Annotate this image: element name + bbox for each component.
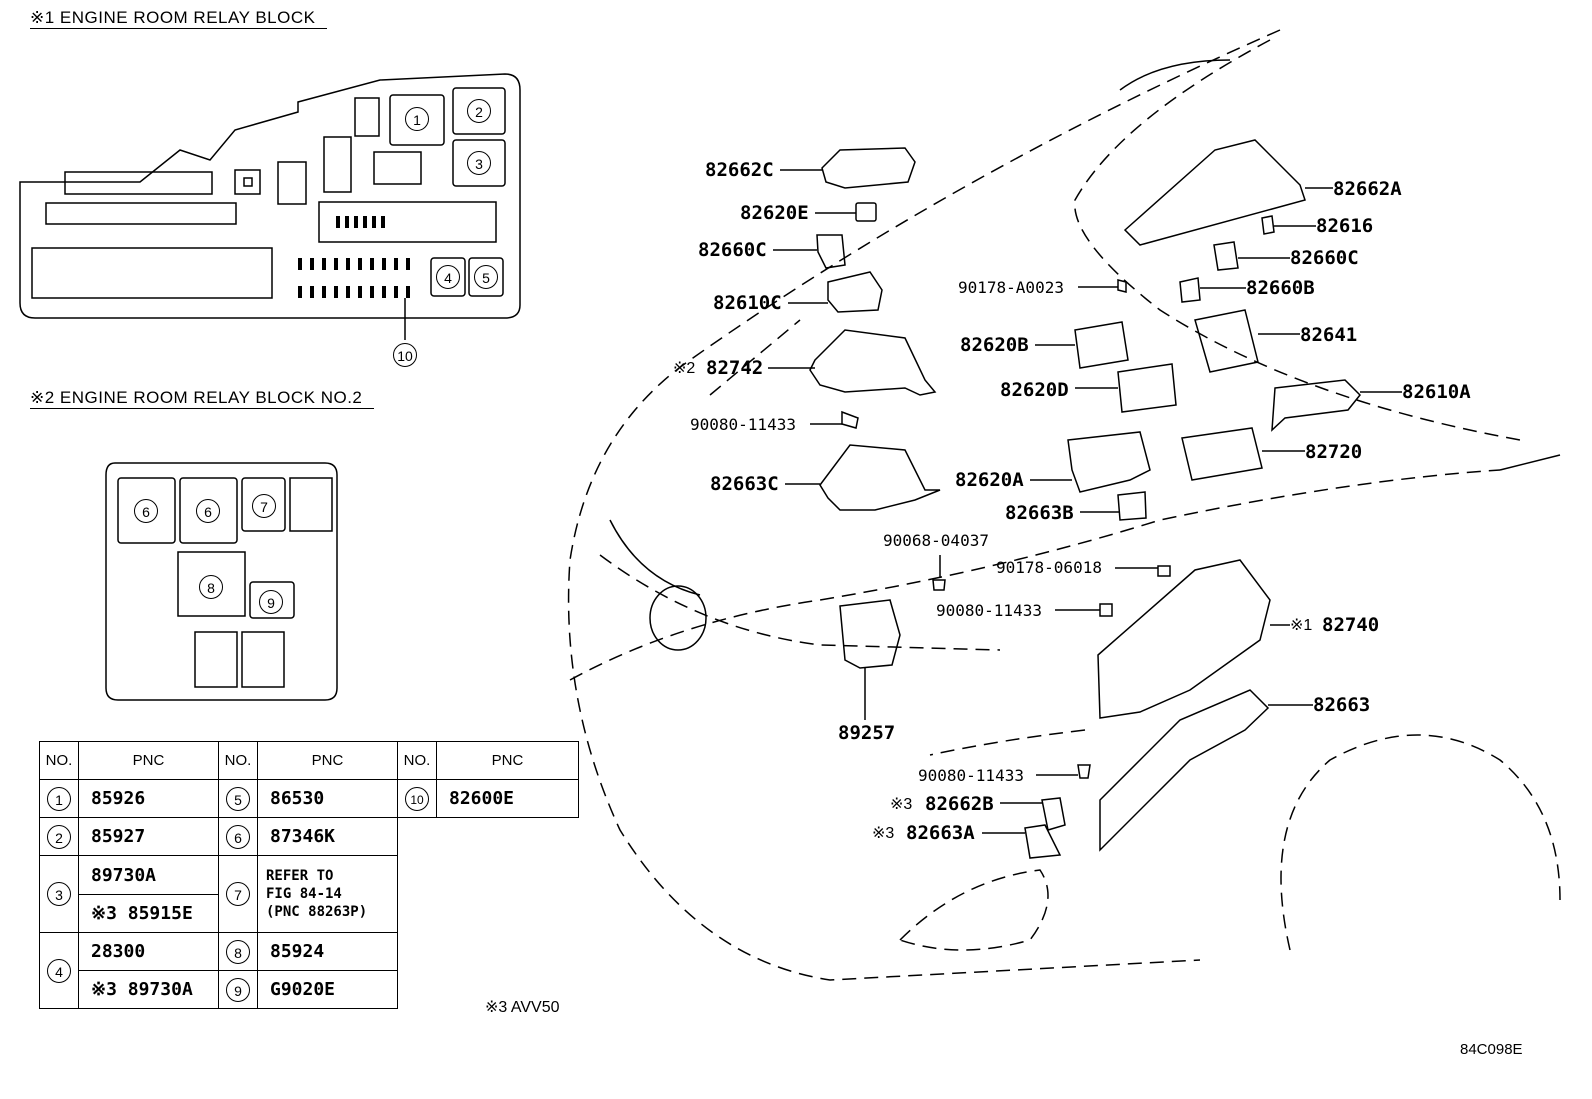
part-82610C: 82610C <box>713 292 782 314</box>
table-row: 1 85926 5 86530 10 82600E <box>39 779 579 818</box>
part-90068-04037: 90068-04037 <box>883 531 989 550</box>
relay-block-1-title: ※1 ENGINE ROOM RELAY BLOCK <box>30 8 328 29</box>
part-90080-11433-a: 90080-11433 <box>690 415 796 434</box>
header-no-2: NO. <box>218 741 258 780</box>
callout-6b: 6 <box>196 499 220 523</box>
part-82740-prefix: ※1 <box>1290 617 1313 634</box>
row-pnc-2: 85927 <box>78 817 219 856</box>
part-82660B: 82660B <box>1246 277 1315 299</box>
part-82662B-prefix: ※3 <box>890 796 913 813</box>
table-row: 4 28300 8 85924 <box>39 932 579 1009</box>
callout-9: 9 <box>259 590 283 614</box>
part-82663A-prefix: ※3 <box>872 825 895 842</box>
table-row: 3 89730A ※3 85915E 7 REFER TO FIG 84-14 … <box>39 855 579 933</box>
row-pnc-5: 86530 <box>257 779 398 818</box>
relay-block-2-title: ※2 ENGINE ROOM RELAY BLOCK NO.2 <box>30 388 375 409</box>
callout-3: 3 <box>467 151 491 175</box>
row-pnc-9: G9020E <box>257 970 398 1009</box>
header-pnc-2: PNC <box>257 741 398 780</box>
callout-2: 2 <box>467 99 491 123</box>
part-90080-11433-c: 90080-11433 <box>918 766 1024 785</box>
header-no-1: NO. <box>39 741 79 780</box>
part-90178-A0023: 90178-A0023 <box>958 278 1064 297</box>
row-pnc-3b: ※3 85915E <box>91 902 193 924</box>
part-82663A: 82663A <box>906 822 975 844</box>
part-82742-prefix: ※2 <box>673 360 696 377</box>
header-no-3: NO. <box>397 741 437 780</box>
part-82616: 82616 <box>1316 215 1374 237</box>
row-pnc-4b: ※3 89730A <box>78 970 219 1009</box>
part-82740: 82740 <box>1322 614 1380 636</box>
row-pnc-4a: 28300 <box>78 932 219 971</box>
part-82663: 82663 <box>1313 694 1371 716</box>
part-82620D: 82620D <box>1000 379 1069 401</box>
row-no-1: 1 <box>47 786 71 811</box>
part-82662A: 82662A <box>1333 178 1402 200</box>
footnote-avv50: ※3 AVV50 <box>485 999 560 1016</box>
part-82663C: 82663C <box>710 473 779 495</box>
row-pnc-3a: 89730A <box>79 857 218 895</box>
callout-6a: 6 <box>134 499 158 523</box>
header-pnc-3: PNC <box>436 741 579 780</box>
part-82662B: 82662B <box>925 793 994 815</box>
part-82620B: 82620B <box>960 334 1029 356</box>
row-no-4: 4 <box>47 958 71 983</box>
row-refer-line-2: FIG 84-14 <box>266 886 342 902</box>
part-82641: 82641 <box>1300 324 1358 346</box>
part-82660C-right: 82660C <box>1290 247 1359 269</box>
figure-reference: 84C098E <box>1460 1041 1523 1058</box>
row-no-2: 2 <box>47 824 71 849</box>
part-82742: 82742 <box>706 357 764 379</box>
part-82620E: 82620E <box>740 202 809 224</box>
row-no-9: 9 <box>226 977 250 1002</box>
table-row: ※3 89730A 9 G9020E <box>40 970 579 1009</box>
callout-4: 4 <box>436 265 460 289</box>
callout-5: 5 <box>474 265 498 289</box>
callout-1: 1 <box>405 107 429 131</box>
table-row: 2 85927 6 87346K <box>39 817 579 856</box>
callout-10: 10 <box>393 343 417 367</box>
part-82720: 82720 <box>1305 441 1363 463</box>
row-pnc-10: 82600E <box>436 779 579 818</box>
part-82610A: 82610A <box>1402 381 1471 403</box>
row-refer-line-1: REFER TO <box>266 868 334 884</box>
pnc-table: NO. PNC NO. PNC NO. PNC 1 85926 5 86530 … <box>39 741 579 1009</box>
part-90178-06018: 90178-06018 <box>996 558 1102 577</box>
part-82663B: 82663B <box>1005 502 1074 524</box>
callout-7: 7 <box>252 494 276 518</box>
callout-8: 8 <box>199 575 223 599</box>
part-82620A: 82620A <box>955 469 1024 491</box>
row-pnc-6: 87346K <box>257 817 398 856</box>
row-no-5: 5 <box>226 786 250 811</box>
part-82662C: 82662C <box>705 159 774 181</box>
header-pnc-1: PNC <box>78 741 219 780</box>
row-refer-line-3: (PNC 88263P) <box>266 904 368 920</box>
row-pnc-1: 85926 <box>78 779 219 818</box>
part-89257: 89257 <box>838 722 896 744</box>
row-no-3: 3 <box>47 882 71 906</box>
row-no-8: 8 <box>226 939 250 964</box>
row-no-7: 7 <box>226 882 250 906</box>
part-90080-11433-b: 90080-11433 <box>936 601 1042 620</box>
row-pnc-8: 85924 <box>257 932 398 971</box>
row-no-10: 10 <box>405 786 429 811</box>
row-no-6: 6 <box>226 824 250 849</box>
table-header-row: NO. PNC NO. PNC NO. PNC <box>39 741 579 780</box>
part-82660C-left: 82660C <box>698 239 767 261</box>
